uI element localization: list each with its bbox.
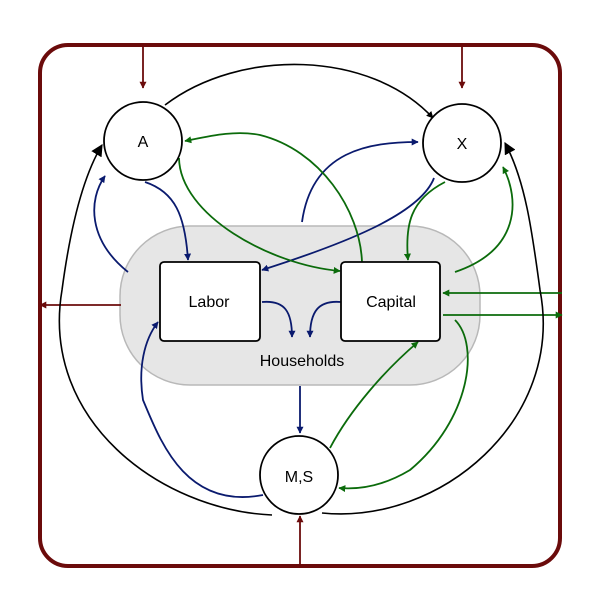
external-flows [39, 43, 466, 568]
node-labor-label: Labor [189, 294, 231, 311]
flow-labor-to-households [261, 301, 296, 338]
node-a-label: A [138, 134, 149, 151]
flow-households-to-a [93, 175, 129, 273]
flow-capital-to-a [184, 132, 363, 263]
navy-flows [93, 138, 435, 498]
flow-households-to-x-green [454, 166, 514, 273]
flow-ms-to-x [321, 141, 544, 515]
flow-x-to-capital [403, 181, 446, 261]
flow-a-to-x [164, 63, 434, 119]
flow-households-to-x [301, 138, 419, 223]
flow-a-to-capital [178, 157, 341, 274]
node-capital-label: Capital [366, 294, 416, 311]
external-green-flows [442, 289, 563, 319]
flow-ms-to-a [58, 143, 273, 516]
node-ms-label: M,S [285, 469, 313, 486]
households-label: Households [260, 353, 345, 370]
node-labor: Labor [159, 261, 261, 342]
flow-capital-to-ms [338, 319, 469, 493]
node-ms: M,S [259, 435, 339, 515]
node-capital: Capital [340, 261, 441, 342]
node-a: A [103, 101, 183, 181]
flow-a-to-labor [144, 181, 192, 261]
node-x-label: X [457, 136, 468, 153]
flow-capital-to-households [306, 301, 342, 338]
black-flows [58, 63, 544, 516]
green-flows [178, 132, 514, 493]
flow-ms-to-capital [329, 341, 419, 449]
node-x: X [422, 103, 502, 183]
flow-ms-to-labor [140, 321, 264, 498]
